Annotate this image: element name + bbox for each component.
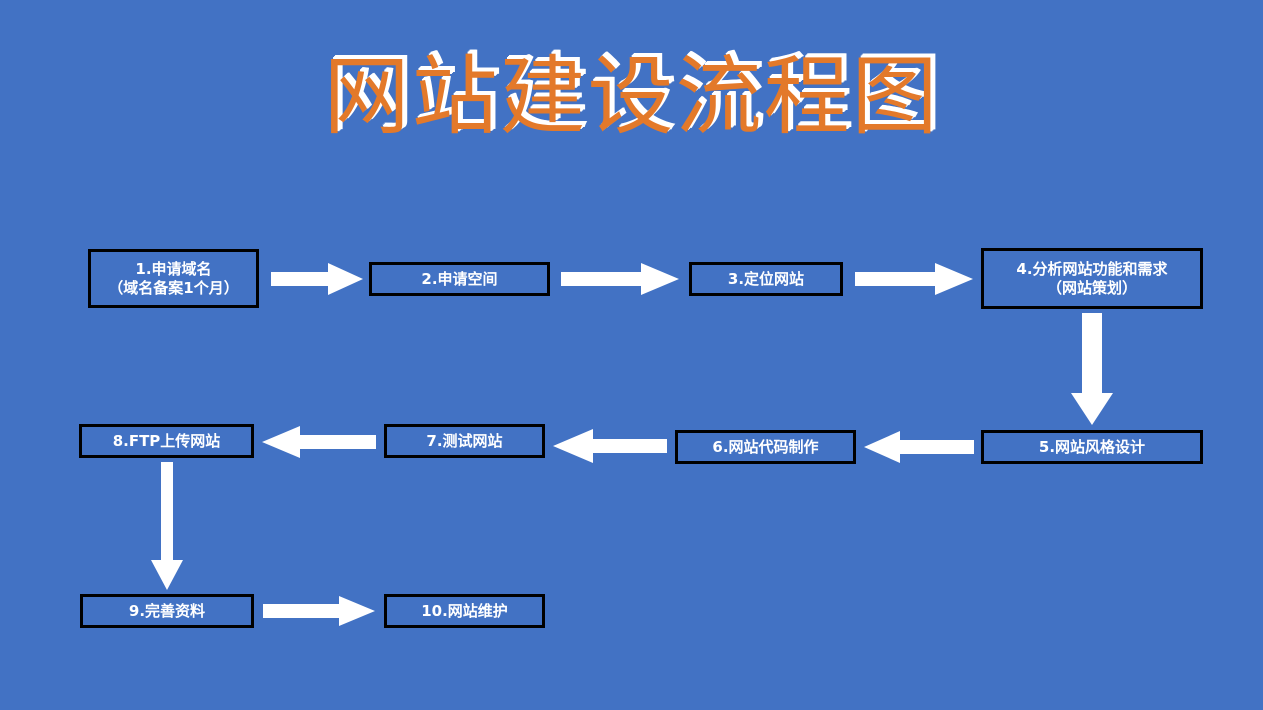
flow-node-1-line2: （域名备案1个月） <box>108 278 239 297</box>
page-title: 网站建设流程图 <box>323 47 940 147</box>
flow-node-9[interactable]: 9.完善资料 <box>80 594 254 628</box>
arrow-left-icon-6-to-7 <box>553 429 667 463</box>
arrow-right-icon-2-to-3 <box>561 263 679 295</box>
flow-node-5[interactable]: 5.网站风格设计 <box>981 430 1203 464</box>
flow-node-4-line1: 4.分析网站功能和需求 <box>1016 259 1168 278</box>
arrow-left-icon-5-to-6 <box>864 431 974 463</box>
flow-node-4[interactable]: 4.分析网站功能和需求 （网站策划） <box>981 248 1203 309</box>
arrow-right-icon-9-to-10 <box>263 596 375 626</box>
flow-node-2-line1: 2.申请空间 <box>421 269 498 288</box>
flow-node-7-line1: 7.测试网站 <box>426 431 503 450</box>
flow-node-8[interactable]: 8.FTP上传网站 <box>79 424 254 458</box>
flow-node-1-line1: 1.申请域名 <box>135 259 212 278</box>
flow-node-4-line2: （网站策划） <box>1046 278 1137 297</box>
flow-node-1[interactable]: 1.申请域名 （域名备案1个月） <box>88 249 259 308</box>
arrow-down-icon-4-to-5 <box>1071 313 1113 425</box>
flow-node-2[interactable]: 2.申请空间 <box>369 262 550 296</box>
flow-node-6-line1: 6.网站代码制作 <box>712 437 819 456</box>
flow-node-8-line1: 8.FTP上传网站 <box>112 431 221 450</box>
flow-node-7[interactable]: 7.测试网站 <box>384 424 545 458</box>
arrow-right-icon-1-to-2 <box>271 263 363 295</box>
arrow-right-icon-3-to-4 <box>855 263 973 295</box>
arrow-down-icon-8-to-9 <box>151 462 183 590</box>
flow-node-10[interactable]: 10.网站维护 <box>384 594 545 628</box>
flow-node-5-line1: 5.网站风格设计 <box>1038 437 1146 456</box>
flow-node-6[interactable]: 6.网站代码制作 <box>675 430 856 464</box>
flow-node-3-line1: 3.定位网站 <box>727 269 805 288</box>
flow-node-3[interactable]: 3.定位网站 <box>689 262 843 296</box>
flow-node-9-line1: 9.完善资料 <box>128 601 206 620</box>
flow-node-10-line1: 10.网站维护 <box>421 601 508 620</box>
arrow-left-icon-7-to-8 <box>262 426 376 458</box>
